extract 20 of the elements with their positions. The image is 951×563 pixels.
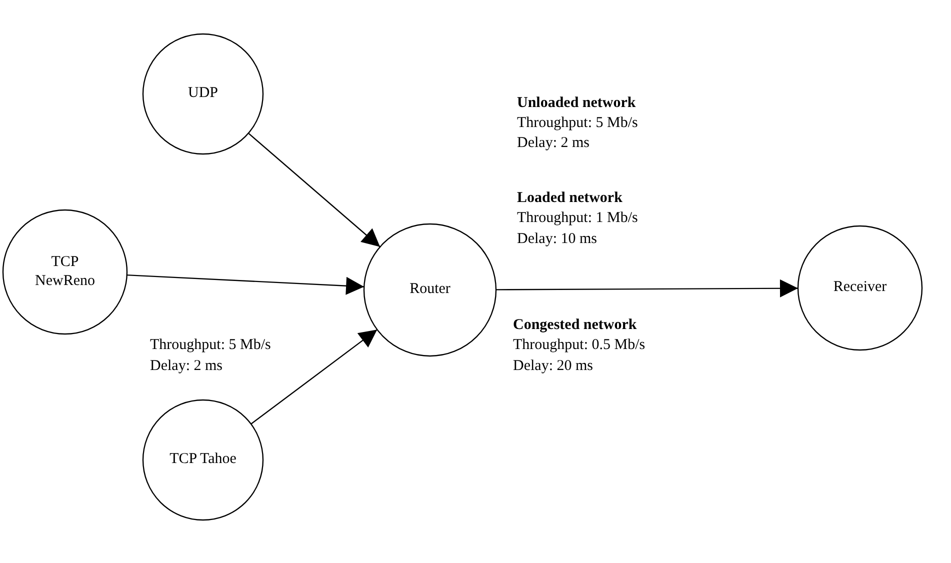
arrow [496,279,798,298]
node-label: UDP [186,84,219,104]
network-heading: Congested network [513,316,637,334]
network-heading: Loaded network [517,189,622,207]
metric-text: Delay: 20 ms [513,357,593,375]
metric-text: Throughput: 0.5 Mb/s [513,336,646,354]
node-label: TCP NewReno [34,252,96,291]
metric-text: Delay: 2 ms [150,357,222,375]
arrow [250,329,378,425]
node-label: Receiver [832,278,888,298]
network-heading: Unloaded network [517,94,636,112]
metric-text: Throughput: 5 Mb/s [517,114,638,132]
arrow [126,274,364,295]
node-label: TCP Tahoe [168,450,238,470]
node-label: Router [408,280,452,300]
metric-text: Delay: 10 ms [517,230,597,248]
metric-text: Throughput: 5 Mb/s [150,336,271,354]
metric-text: Delay: 2 ms [517,134,590,152]
arrow [248,132,380,248]
metric-text: Throughput: 1 Mb/s [517,209,638,227]
